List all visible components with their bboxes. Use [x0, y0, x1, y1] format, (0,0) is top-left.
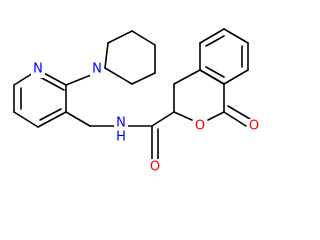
- bond: [223, 111, 247, 127]
- bond: [151, 111, 175, 127]
- label-backdrop: [193, 119, 207, 135]
- label-backdrop: [90, 61, 104, 77]
- bond: [205, 66, 225, 78]
- lactone-oxygen-label: O: [249, 119, 259, 134]
- label-backdrop: [148, 159, 162, 175]
- bond: [39, 108, 62, 121]
- bond: [13, 111, 39, 128]
- bond: [107, 30, 133, 44]
- amide-nitrogen-label: N: [116, 116, 126, 131]
- structure-canvas: N N N H O O O: [13, 28, 261, 175]
- bond: [37, 111, 67, 128]
- bond: [205, 35, 225, 47]
- atom-labels: N N N H O O O: [31, 61, 261, 175]
- label-backdrop: [31, 62, 45, 78]
- bond: [173, 69, 201, 85]
- pyridine-nitrogen-label: N: [33, 62, 43, 77]
- bond: [131, 30, 156, 46]
- bond: [104, 42, 109, 69]
- bond: [65, 111, 91, 127]
- label-backdrop: [247, 119, 261, 135]
- piperidine-nitrogen-label: N: [92, 62, 102, 77]
- label-backdrop: [114, 117, 128, 135]
- bond: [39, 76, 65, 91]
- bond: [207, 111, 225, 121]
- bond: [131, 72, 156, 85]
- bond: [173, 111, 193, 121]
- bond: [227, 105, 251, 120]
- bonds: [13, 28, 251, 161]
- bond: [223, 69, 249, 85]
- bond: [104, 67, 133, 85]
- bond: [199, 28, 225, 44]
- amide-oxygen-label: O: [150, 160, 160, 175]
- structure-diagram: N N N H O O O: [13, 28, 261, 175]
- amide-hydrogen-label: H: [116, 130, 126, 145]
- ring-oxygen-label: O: [195, 119, 205, 134]
- bond: [223, 28, 249, 44]
- bond: [199, 69, 225, 85]
